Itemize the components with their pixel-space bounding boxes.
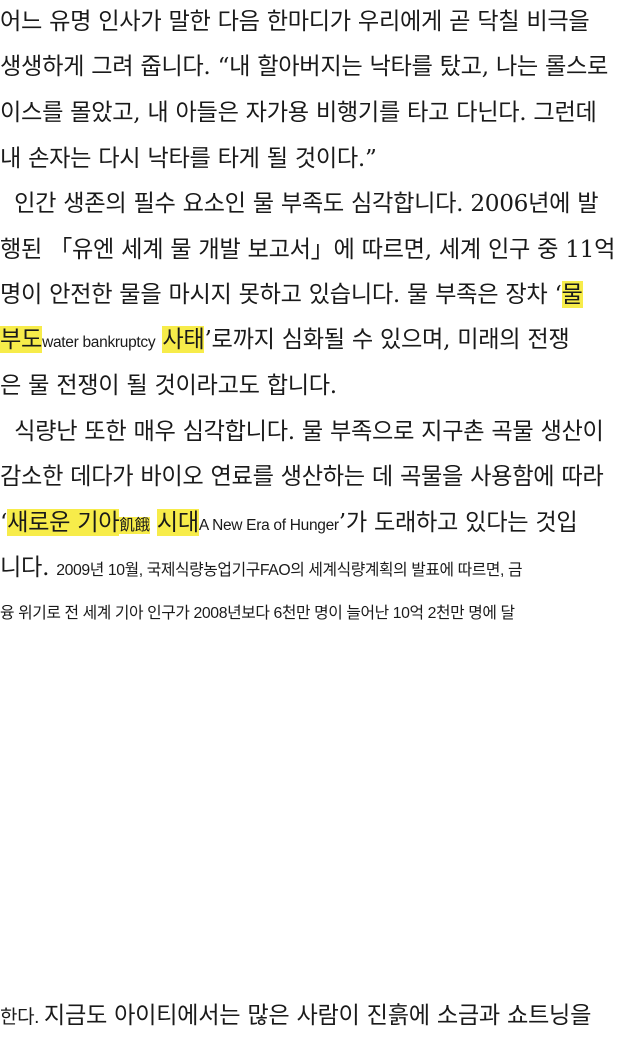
text-line-9: 은 물 전쟁이 될 것이라고도 합니다.: [0, 372, 337, 399]
text-line-6: 행된 「유엔 세계 물 개발 보고서」에 따르면, 세계 인구 중 11억: [0, 236, 616, 263]
text-line-11: 감소한 데다가 바이오 연료를 생산하는 데 곡물을 사용함에 따라: [0, 463, 604, 490]
text-line-8-rest: ’로까지 심화될 수 있으며, 미래의 전쟁: [204, 326, 570, 353]
hanja-hunger: 飢餓: [119, 517, 150, 534]
highlight-era: 시대: [156, 509, 199, 536]
text-line-12: ‘새로운 기아飢餓 시대A New Era of Hunger’가 도래하고 있…: [0, 503, 624, 543]
text-line-15: 한다. 지금도 아이티에서는 많은 사람이 진흙에 소금과 쇼트닝을: [0, 996, 624, 1036]
text-line-14: 융 위기로 전 세계 기아 인구가 2008년보다 6천만 명이 늘어난 10억…: [0, 605, 515, 622]
text-line-15-start: 한다.: [0, 1007, 44, 1028]
text-line-1: 어느 유명 인사가 말한 다음 한마디가 우리에게 곧 닥칠 비극을: [0, 8, 590, 35]
highlight-new-hunger: 새로운 기아: [7, 509, 120, 536]
text-line-4: 내 손자는 다시 낙타를 타게 될 것이다.”: [0, 145, 377, 172]
text-line-8: 부도water bankruptcy 사태’로까지 심화될 수 있으며, 미래의…: [0, 320, 624, 360]
text-line-5: 인간 생존의 필수 요소인 물 부족도 심각합니다. 2006년에 발: [0, 190, 599, 217]
text-line-12-rest: ’가 도래하고 있다는 것입: [338, 509, 578, 536]
text-line-13-start: 니다.: [0, 554, 57, 581]
text-line-3: 이스를 몰았고, 내 아들은 자가용 비행기를 타고 다닌다. 그런데: [0, 99, 597, 126]
text-line-15-rest: 지금도 아이티에서는 많은 사람이 진흙에 소금과 쇼트닝을: [43, 1002, 592, 1029]
highlight-water: 물: [561, 281, 583, 308]
text-line-13: 니다. 2009년 10월, 국제식량농업기구FAO의 세계식량계획의 발표에 …: [0, 548, 624, 588]
highlight-bankruptcy-ko: 부도: [0, 326, 43, 353]
english-new-era-of-hunger: A New Era of Hunger: [198, 517, 339, 534]
highlight-situation: 사태: [162, 326, 205, 353]
text-line-10: 식량난 또한 매우 심각합니다. 물 부족으로 지구촌 곡물 생산이: [0, 418, 604, 445]
text-line-7: 명이 안전한 물을 마시지 못하고 있습니다. 물 부족은 장차 ‘물: [0, 275, 624, 315]
open-quote: ‘: [0, 509, 8, 536]
text-line-7-body: 명이 안전한 물을 마시지 못하고 있습니다. 물 부족은 장차 ‘: [0, 281, 562, 308]
text-line-13-rest: 2009년 10월, 국제식량농업기구FAO의 세계식량계획의 발표에 따르면,…: [56, 562, 523, 579]
text-line-2: 생생하게 그려 줍니다. “내 할아버지는 낙타를 탔고, 나는 롤스로: [0, 53, 609, 80]
english-water-bankruptcy: water bankruptcy: [42, 334, 156, 351]
